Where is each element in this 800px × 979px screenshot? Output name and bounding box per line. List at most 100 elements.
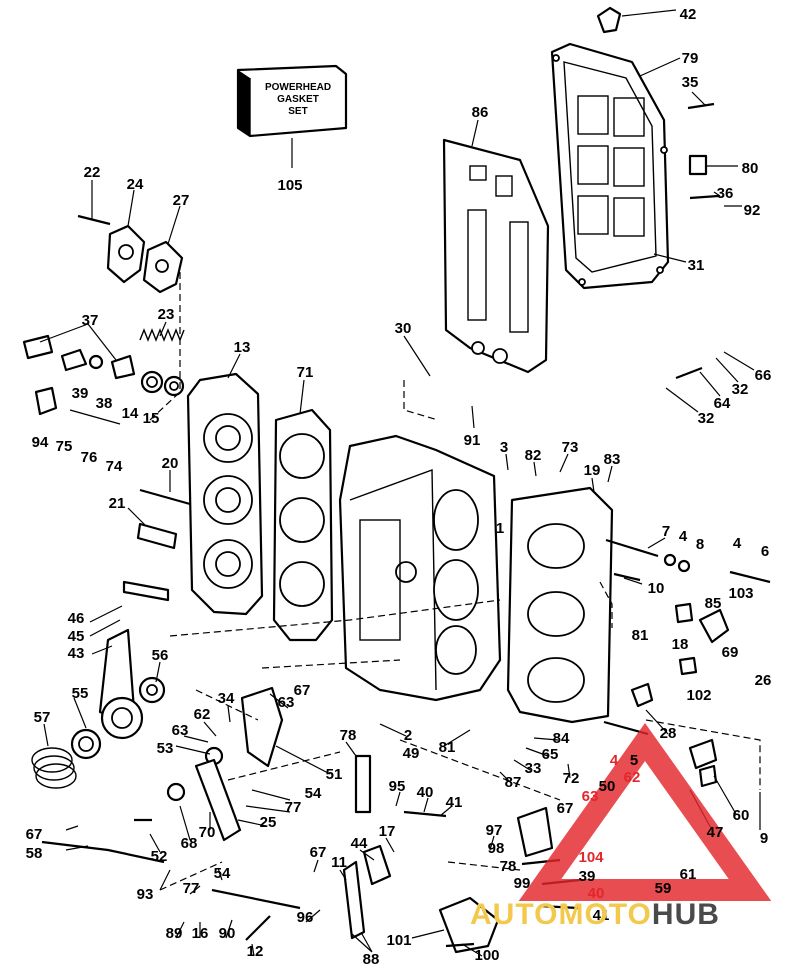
watermark-part2: HUB (652, 898, 720, 931)
callout-65: 65 (542, 746, 559, 763)
callout-69: 69 (722, 644, 739, 661)
callout-70: 70 (199, 824, 216, 841)
callout-54: 54 (214, 865, 231, 882)
callout-73: 73 (562, 439, 579, 456)
linkage-bottom-center (354, 754, 581, 954)
callout-23: 23 (158, 306, 175, 323)
callout-81: 81 (439, 739, 456, 756)
callout-9: 9 (760, 830, 768, 847)
callout-36: 36 (717, 185, 734, 202)
callout-12: 12 (247, 943, 264, 960)
callout-100: 100 (474, 947, 499, 964)
callout-47: 47 (707, 824, 724, 841)
callout-99: 99 (514, 875, 531, 892)
callout-83: 83 (604, 451, 621, 468)
callout-61: 61 (680, 866, 697, 883)
gasket-box-line1: POWERHEAD (265, 82, 331, 93)
callout-6: 6 (761, 543, 769, 560)
callout-37: 37 (82, 312, 99, 329)
callout-52: 52 (151, 848, 168, 865)
callout-17: 17 (379, 823, 396, 840)
callout-24: 24 (127, 176, 144, 193)
callout-38: 38 (96, 395, 113, 412)
callout-40: 40 (417, 784, 434, 801)
callout-19: 19 (584, 462, 601, 479)
callout-13: 13 (234, 339, 251, 356)
callout-39: 39 (579, 868, 596, 885)
small-parts-upper-left (22, 214, 191, 550)
callout-63: 63 (172, 722, 189, 739)
callout-41: 41 (593, 907, 610, 924)
callout-44: 44 (351, 835, 368, 852)
callout-90: 90 (219, 925, 236, 942)
callout-79: 79 (682, 50, 699, 67)
callout-60: 60 (733, 807, 750, 824)
callout-86: 86 (472, 104, 489, 121)
callout-4: 4 (610, 752, 619, 769)
callout-66: 66 (755, 367, 772, 384)
callout-63: 63 (582, 788, 599, 805)
callout-104: 104 (578, 849, 604, 866)
callout-101: 101 (386, 932, 411, 949)
callout-40: 40 (588, 885, 605, 902)
callout-67: 67 (26, 826, 43, 843)
callout-55: 55 (72, 685, 89, 702)
callout-1: 1 (496, 520, 504, 537)
callout-78: 78 (340, 727, 357, 744)
callout-34: 34 (218, 690, 235, 707)
callout-103: 103 (728, 585, 753, 602)
callout-4: 4 (733, 535, 742, 552)
callout-25: 25 (260, 814, 277, 831)
callout-58: 58 (26, 845, 43, 862)
callout-32: 32 (698, 410, 715, 427)
callout-15: 15 (143, 410, 160, 427)
callout-51: 51 (326, 766, 343, 783)
small-parts-right (596, 6, 771, 788)
callout-49: 49 (403, 745, 420, 762)
callout-30: 30 (395, 320, 412, 337)
crankcase (506, 486, 614, 724)
callout-67: 67 (557, 800, 574, 817)
assembly-lines (149, 272, 761, 891)
linkage-lower-left (31, 580, 366, 941)
gasket-set-box: POWERHEAD GASKET SET (236, 64, 348, 168)
callout-21: 21 (109, 495, 126, 512)
callout-2: 2 (404, 727, 412, 744)
callout-96: 96 (297, 909, 314, 926)
callout-71: 71 (297, 364, 314, 381)
callout-77: 77 (183, 880, 200, 897)
callout-64: 64 (714, 395, 731, 412)
callout-97: 97 (486, 822, 503, 839)
watermark-part1: AUTOMOTO (470, 898, 652, 931)
callout-85: 85 (705, 595, 722, 612)
callout-102: 102 (686, 687, 711, 704)
callout-10: 10 (648, 580, 665, 597)
callout-67: 67 (294, 682, 311, 699)
callout-63: 63 (278, 694, 295, 711)
callout-75: 75 (56, 438, 73, 455)
callout-31: 31 (688, 257, 705, 274)
callout-5: 5 (630, 752, 638, 769)
callout-62: 62 (624, 769, 641, 786)
watermark-logo: AUTOMOTOHUB (470, 898, 720, 931)
watermark-triangle (518, 722, 772, 901)
cylinder-head (186, 372, 264, 616)
callout-59: 59 (655, 880, 672, 897)
callout-95: 95 (389, 778, 406, 795)
callout-92: 92 (744, 202, 761, 219)
callout-81: 81 (632, 627, 649, 644)
callout-93: 93 (137, 886, 154, 903)
gasket-box-line3: SET (288, 106, 307, 117)
callout-27: 27 (173, 192, 190, 209)
callout-26: 26 (755, 672, 772, 689)
callout-88: 88 (363, 951, 380, 968)
callout-68: 68 (181, 835, 198, 852)
callout-62: 62 (194, 706, 211, 723)
callout-84: 84 (553, 730, 570, 747)
callout-18: 18 (672, 636, 689, 653)
callout-57: 57 (34, 709, 51, 726)
callout-3: 3 (500, 439, 508, 456)
callout-8: 8 (696, 536, 704, 553)
